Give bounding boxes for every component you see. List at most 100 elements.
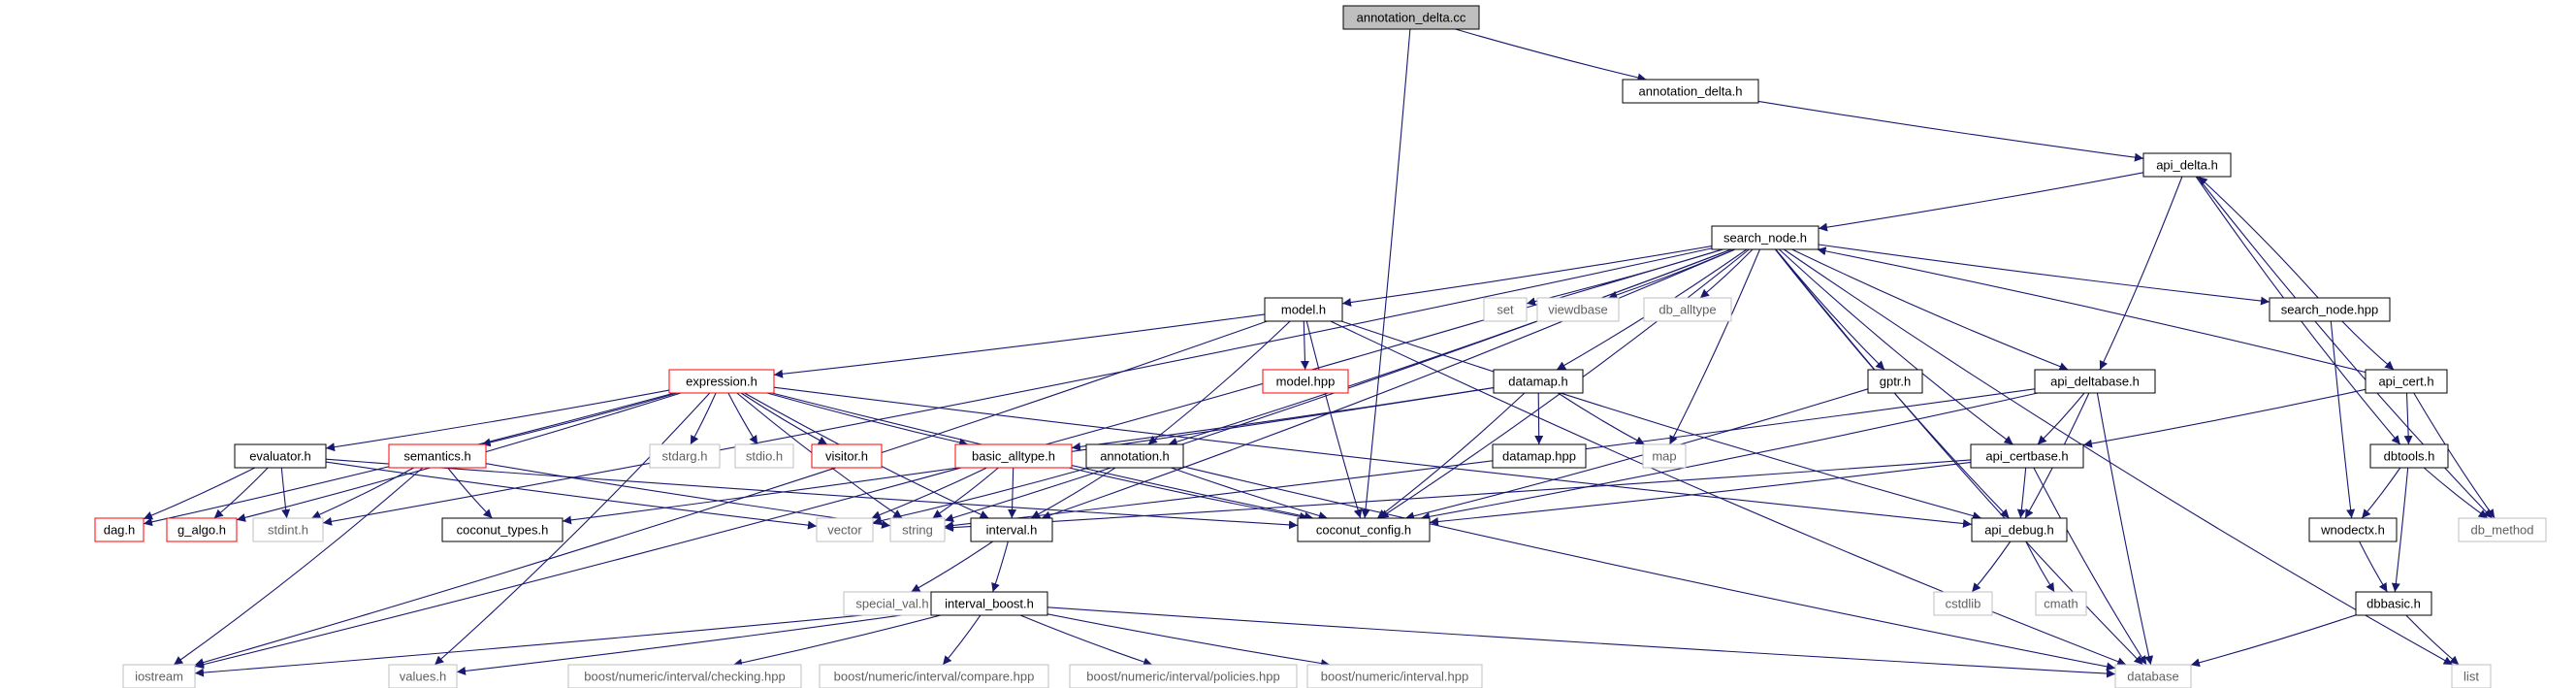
node-label-set: set: [1497, 302, 1514, 316]
node-box-interval_boost_h: [930, 591, 1048, 616]
node-box-policies_hpp: [1069, 664, 1298, 688]
node-box-visitor_h: [811, 443, 883, 469]
edge-evaluator_h-to-stdint_h: [280, 467, 291, 519]
node-string: string: [889, 517, 946, 542]
node-api_debug_h[interactable]: api_debug.h: [1971, 517, 2068, 542]
node-wnodectx_h[interactable]: wnodectx.h: [2308, 517, 2398, 542]
node-evaluator_h[interactable]: evaluator.h: [234, 443, 327, 469]
node-interval_boost_h[interactable]: interval_boost.h: [930, 591, 1048, 616]
node-dbbasic_h[interactable]: dbbasic.h: [2355, 591, 2432, 616]
node-label-api_cert_h: api_cert.h: [2378, 374, 2433, 388]
node-iostream: iostream: [122, 664, 196, 688]
node-box-dbbasic_h: [2355, 591, 2432, 616]
node-gptr_h[interactable]: gptr.h: [1867, 369, 1923, 394]
node-dbtools_h[interactable]: dbtools.h: [2369, 443, 2449, 469]
node-box-checking_hpp: [567, 664, 802, 688]
node-visitor_h[interactable]: visitor.h: [811, 443, 883, 469]
node-g_algo_h[interactable]: g_algo.h: [166, 517, 238, 542]
node-api_cert_h[interactable]: api_cert.h: [2365, 369, 2448, 394]
node-label-checking_hpp: boost/numeric/interval/checking.hpp: [584, 669, 785, 683]
edge-basic_alltype_h-to-string: [932, 467, 999, 519]
edge-interval_h-to-special_val_h: [911, 541, 993, 593]
node-box-viewdbase: [1536, 297, 1620, 322]
edge-dbbasic_h-to-database: [2190, 614, 2357, 668]
node-vector: vector: [816, 517, 874, 542]
edge-interval_boost_h-to-checking_hpp: [733, 614, 941, 668]
node-box-coconut_types_h: [441, 517, 564, 542]
edge-api_debug_h-to-cstdlib: [1971, 541, 2012, 593]
edge-interval_boost_h-to-interval_hpp: [1046, 613, 1331, 669]
node-search_node_h[interactable]: search_node.h: [1711, 225, 1819, 250]
node-label-g_algo_h: g_algo.h: [177, 522, 226, 537]
node-label-vector: vector: [827, 522, 862, 537]
node-box-iostream: [122, 664, 196, 688]
node-search_node_hpp[interactable]: search_node.hpp: [2269, 297, 2391, 322]
node-annotation_h[interactable]: annotation.h: [1085, 443, 1184, 469]
node-model_hpp[interactable]: model.hpp: [1262, 369, 1349, 394]
node-label-db_method: db_method: [2470, 522, 2533, 537]
node-semantics_h[interactable]: semantics.h: [388, 443, 487, 469]
node-coconut_types_h[interactable]: coconut_types.h: [441, 517, 564, 542]
node-box-interval_hpp: [1306, 664, 1483, 688]
node-label-datamap_h: datamap.h: [1508, 374, 1567, 388]
node-label-wnodectx_h: wnodectx.h: [2320, 522, 2385, 537]
edge-api_cert_h-to-dbtools_h: [2403, 392, 2413, 445]
edge-semantics_h-to-stdint_h: [311, 467, 414, 519]
edge-interval_h-to-interval_boost_h: [991, 541, 1009, 593]
edges-layer: [143, 28, 2496, 678]
node-cstdlib: cstdlib: [1933, 591, 1993, 616]
node-policies_hpp: boost/numeric/interval/policies.hpp: [1069, 664, 1298, 688]
edge-api_debug_h-to-cmath: [2025, 541, 2055, 593]
node-expression_h[interactable]: expression.h: [668, 369, 775, 394]
node-label-iostream: iostream: [135, 669, 183, 683]
node-db_method: db_method: [2458, 517, 2547, 542]
node-api_deltabase_h[interactable]: api_deltabase.h: [2034, 369, 2156, 394]
node-label-evaluator_h: evaluator.h: [249, 448, 311, 463]
node-label-stdint_h: stdint.h: [268, 522, 308, 537]
node-box-db_alltype: [1643, 297, 1732, 322]
node-label-basic_alltype_h: basic_alltype.h: [972, 448, 1055, 463]
node-label-interval_h: interval.h: [986, 522, 1038, 537]
edge-api_delta_h-to-db_method: [2196, 176, 2493, 519]
node-datamap_h[interactable]: datamap.h: [1493, 369, 1584, 394]
node-box-cmath: [2035, 591, 2087, 616]
edge-expression_h-to-values_h: [434, 392, 711, 666]
node-interval_h[interactable]: interval.h: [970, 517, 1053, 542]
node-api_certbase_h[interactable]: api_certbase.h: [1970, 443, 2084, 469]
edge-expression_h-to-stdarg_h: [690, 392, 717, 445]
node-db_alltype: db_alltype: [1643, 297, 1732, 322]
node-box-coconut_config_h: [1297, 517, 1431, 542]
node-box-cstdlib: [1933, 591, 1993, 616]
edge-api_certbase_h-to-api_debug_h: [2016, 467, 2027, 519]
node-box-map: [1642, 443, 1687, 469]
edge-basic_alltype_h-to-coconut_config_h: [1068, 467, 1309, 521]
edge-search_node_h-to-api_certbase_h: [1779, 248, 2013, 445]
node-coconut_config_h[interactable]: coconut_config.h: [1297, 517, 1431, 542]
node-label-database: database: [2127, 669, 2179, 683]
node-box-model_h: [1264, 297, 1343, 322]
node-box-annotation_h: [1085, 443, 1184, 469]
node-interval_hpp: boost/numeric/interval.hpp: [1306, 664, 1483, 688]
node-box-stdio_h: [734, 443, 794, 469]
node-dag_h[interactable]: dag.h: [94, 517, 145, 542]
node-label-interval_hpp: boost/numeric/interval.hpp: [1321, 669, 1468, 683]
edge-dbtools_h-to-wnodectx_h: [2361, 467, 2401, 519]
node-api_delta_h[interactable]: api_delta.h: [2142, 152, 2232, 178]
edge-interval_boost_h-to-values_h: [456, 610, 932, 675]
node-basic_alltype_h[interactable]: basic_alltype.h: [954, 443, 1073, 469]
edge-model_h-to-api_debug_h: [1340, 320, 1982, 520]
edge-interval_boost_h-to-compare_hpp: [942, 614, 982, 666]
node-box-stdint_h: [252, 517, 324, 542]
node-box-g_algo_h: [166, 517, 238, 542]
node-label-api_debug_h: api_debug.h: [1984, 522, 2054, 537]
edge-api_cert_h-to-db_method: [2413, 392, 2496, 519]
edge-search_node_h-to-search_node_hpp: [1818, 244, 2270, 306]
edge-search_node_h-to-map: [1669, 248, 1761, 445]
node-model_h[interactable]: model.h: [1264, 297, 1343, 322]
node-annotation_delta_cc[interactable]: annotation_delta.cc: [1342, 5, 1480, 30]
node-label-search_node_hpp: search_node.hpp: [2281, 302, 2378, 316]
node-annotation_delta_h[interactable]: annotation_delta.h: [1622, 79, 1759, 104]
node-datamap_hpp[interactable]: datamap.hpp: [1492, 443, 1587, 469]
node-compare_hpp: boost/numeric/interval/compare.hpp: [819, 664, 1049, 688]
node-box-dbtools_h: [2369, 443, 2449, 469]
